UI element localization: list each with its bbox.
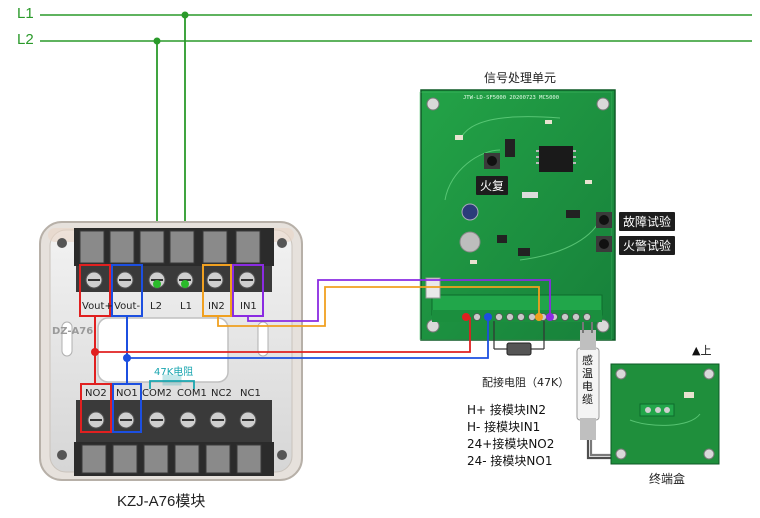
terminal-label-l2: L2 [150,301,162,312]
com-resistor [162,374,182,386]
wire-blue [127,317,489,359]
terminal-label-l1: L1 [180,301,192,312]
top-terminal-block [74,228,274,292]
processor-board-silkscreen: JTW-LD-SF5000 20200723 MC5000 [463,95,559,101]
com-resistor-bracket [149,380,195,389]
processor-board [419,89,616,341]
l2-terminal-dot [153,280,161,288]
terminal-label-com2: COM2 [142,388,172,399]
terminal-label-nc1: NC1 [240,388,261,399]
wire-red [95,317,471,353]
module-model-mark: DZ-A76 [52,326,94,337]
terminal-box-title: 终端盒 [649,472,686,486]
l1-terminal-dot [181,280,189,288]
terminal-label-in2: IN2 [208,301,225,312]
fault-test-button-label: 故障试验 [619,212,676,231]
external-resistor [493,321,545,356]
terminal-label-no2: NO2 [85,388,107,399]
terminal-label-com1: COM1 [177,388,207,399]
in2-highlight [202,264,232,317]
wiring-note-2: H- 接模块IN1 [467,420,541,434]
cable-label: 感温电缆 [582,354,593,406]
l2-label: L2 [17,31,34,48]
module-title: KZJ-A76模块 [117,493,206,510]
terminal-label-vout-minus: Vout- [114,301,141,312]
wiring-note-4: 24- 接模块NO1 [467,454,553,468]
terminal-box-board [610,363,720,465]
bottom-terminal-block [74,400,274,476]
terminal-label-vout-plus: Vout+ [82,301,113,312]
resistor-caption: 配接电阻（47K） [482,376,570,389]
pcb-dot-red [462,313,470,321]
wire-orange [217,286,540,327]
terminal-label-in1: IN1 [240,301,257,312]
fire-reset-button-label: 火复 [476,176,509,195]
module-resistor-label: 47K电阻 [154,367,194,378]
terminal-box-up-label: ▲上 [692,344,712,357]
fire-test-button-label: 火警试验 [619,236,676,255]
wiring-note-3: 24+接模块NO2 [467,437,555,451]
terminal-label-no1: NO1 [116,388,138,399]
l1-label: L1 [17,5,34,22]
terminal-label-nc2: NC2 [211,388,232,399]
wire-purple [247,279,551,322]
processor-title: 信号处理单元 [484,71,557,85]
wiring-note-1: H+ 接模块IN2 [467,403,547,417]
